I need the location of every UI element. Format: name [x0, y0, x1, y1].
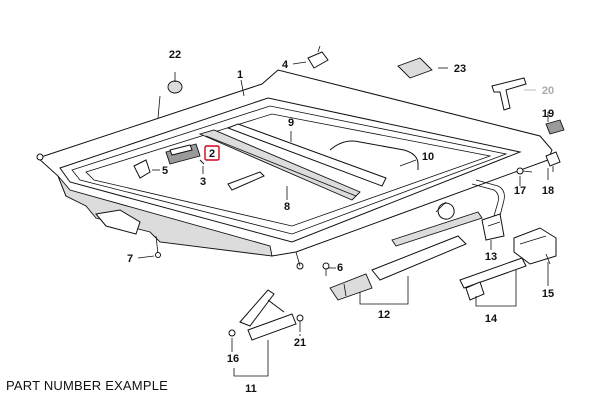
bracket-part-13 [481, 213, 505, 241]
callout-22: 22 [169, 49, 181, 61]
callout-10: 10 [422, 151, 434, 163]
lifter-arm-part-12 [329, 235, 467, 301]
callout-19: 19 [542, 108, 554, 120]
callout-15: 15 [542, 288, 554, 300]
callout-21: 21 [294, 337, 306, 349]
hardware-part-18 [545, 151, 561, 172]
callout-12: 12 [378, 309, 390, 321]
housing-part-15 [513, 227, 557, 265]
callout-20: 20 [542, 85, 554, 97]
seal-strips [391, 201, 483, 247]
callout-labels: 1 2 3 4 5 6 7 8 9 10 11 12 13 14 15 16 1… [127, 49, 554, 395]
screw-part-7 [155, 235, 161, 258]
hinge-part-11 [239, 289, 297, 341]
screw-part-17 [516, 167, 533, 175]
footer-caption: PART NUMBER EXAMPLE [6, 378, 169, 393]
callout-14: 14 [485, 313, 498, 325]
screw-part-6 [322, 262, 330, 276]
clip-part-5 [133, 159, 151, 179]
pin-part-3 [199, 159, 205, 165]
callout-16: 16 [227, 353, 239, 365]
bracket-part-20 [491, 77, 527, 111]
bracket-part-2 [165, 143, 201, 165]
callout-3: 3 [200, 176, 206, 188]
callout-8: 8 [284, 201, 290, 213]
leader-lines [137, 61, 549, 377]
guide-rail-assembly [198, 123, 387, 201]
callout-17: 17 [514, 185, 526, 197]
clip-part-4 [307, 45, 329, 69]
screw-part-16 [228, 329, 236, 337]
callout-2: 2 [209, 148, 215, 160]
callout-18: 18 [542, 185, 554, 197]
callout-9: 9 [288, 117, 294, 129]
callout-5: 5 [162, 165, 168, 177]
pad-part-23 [397, 57, 433, 79]
guide-cable [329, 140, 505, 217]
callout-1: 1 [237, 69, 243, 81]
callout-13: 13 [485, 251, 497, 263]
highlight-box [204, 145, 220, 161]
callout-11: 11 [245, 383, 257, 395]
callout-7: 7 [127, 253, 133, 265]
callout-6: 6 [337, 262, 343, 274]
lifter-arm-part-14 [459, 257, 527, 301]
callout-4: 4 [282, 59, 289, 71]
grommet-part-22 [167, 80, 183, 94]
screw-part-21 [296, 314, 304, 332]
callout-23: 23 [454, 63, 466, 75]
hardware-part-19 [545, 119, 565, 135]
